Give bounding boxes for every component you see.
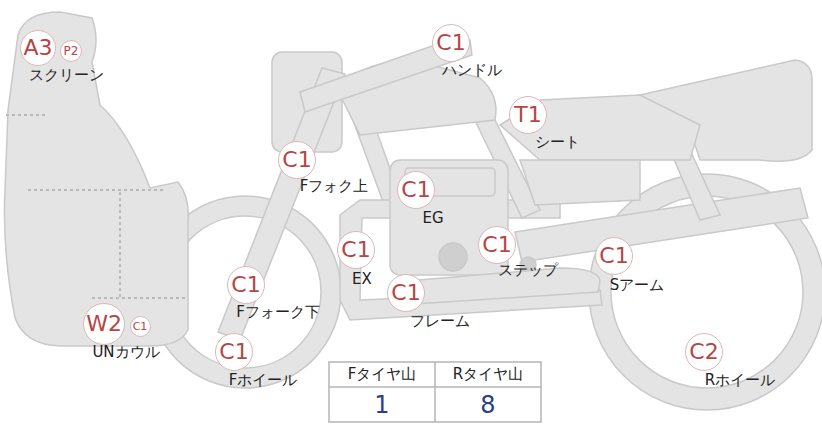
callout-circle: C1	[397, 171, 435, 209]
callout-circle: C1	[387, 274, 425, 312]
exhaust	[395, 268, 600, 305]
seat	[500, 95, 700, 160]
part-label: スクリーン	[29, 67, 104, 84]
side-cover	[520, 160, 640, 205]
callout-circle: A3	[20, 30, 56, 66]
fairing-divider	[28, 189, 165, 191]
part-label: Fホイール	[229, 372, 298, 389]
callout-circle: C2	[685, 333, 723, 371]
table-cell: 8	[480, 392, 495, 418]
callout-code: C1	[599, 245, 628, 267]
fairing-divider	[6, 114, 45, 116]
part-label: Fフォク上	[300, 178, 369, 195]
callout-circle: P2	[60, 40, 82, 62]
part-label: ハンドル	[442, 62, 502, 79]
callout-code: C1	[482, 234, 511, 256]
part-label: UNカウル	[92, 344, 159, 361]
part-label: Sアーム	[610, 277, 665, 294]
table-cell: Rタイヤ山	[453, 366, 523, 383]
engine-cover	[439, 243, 467, 271]
part-label: ステップ	[498, 262, 558, 279]
front-wheel-inner	[169, 216, 321, 368]
tire-table	[329, 362, 541, 422]
part-label: Rホイール	[705, 372, 775, 389]
callout-circle: C1	[278, 141, 316, 179]
callout-code: C1	[341, 239, 370, 261]
callout-code: C1	[401, 179, 430, 201]
callout-code: C2	[689, 341, 718, 363]
callout-code: A3	[23, 37, 52, 59]
callout-circle: C1	[595, 237, 633, 275]
callout-code: W2	[86, 313, 122, 335]
callout-code: C1	[436, 32, 465, 54]
part-label: Fフォーク下	[236, 304, 320, 321]
table-cell: 1	[374, 392, 389, 418]
fairing-divider	[119, 192, 121, 298]
part-label: シート	[535, 134, 580, 151]
callout-circle: C1	[227, 266, 265, 304]
callout-circle: C1	[337, 231, 375, 269]
callout-circle: C1	[215, 333, 253, 371]
callout-code: C1	[219, 341, 248, 363]
callout-code: P2	[64, 45, 79, 57]
callout-circle: C1	[432, 24, 470, 62]
fairing	[4, 12, 188, 346]
callout-code: C1	[133, 321, 148, 332]
callout-circle: C1	[478, 226, 516, 264]
front-fork	[218, 68, 345, 340]
tire-table-grid	[329, 362, 541, 422]
callout-code: C1	[391, 282, 420, 304]
part-label: EX	[352, 271, 372, 288]
callout-code: T1	[514, 104, 541, 126]
callout-code: C1	[282, 149, 311, 171]
fairing-divider	[92, 297, 188, 299]
part-label: EG	[422, 210, 443, 227]
part-label: フレーム	[410, 313, 470, 330]
callout-circle: W2	[83, 303, 125, 345]
callout-circle: C1	[130, 316, 151, 337]
table-cell: Fタイヤ山	[348, 366, 417, 383]
callout-circle: T1	[509, 96, 547, 134]
callout-code: C1	[231, 274, 260, 296]
